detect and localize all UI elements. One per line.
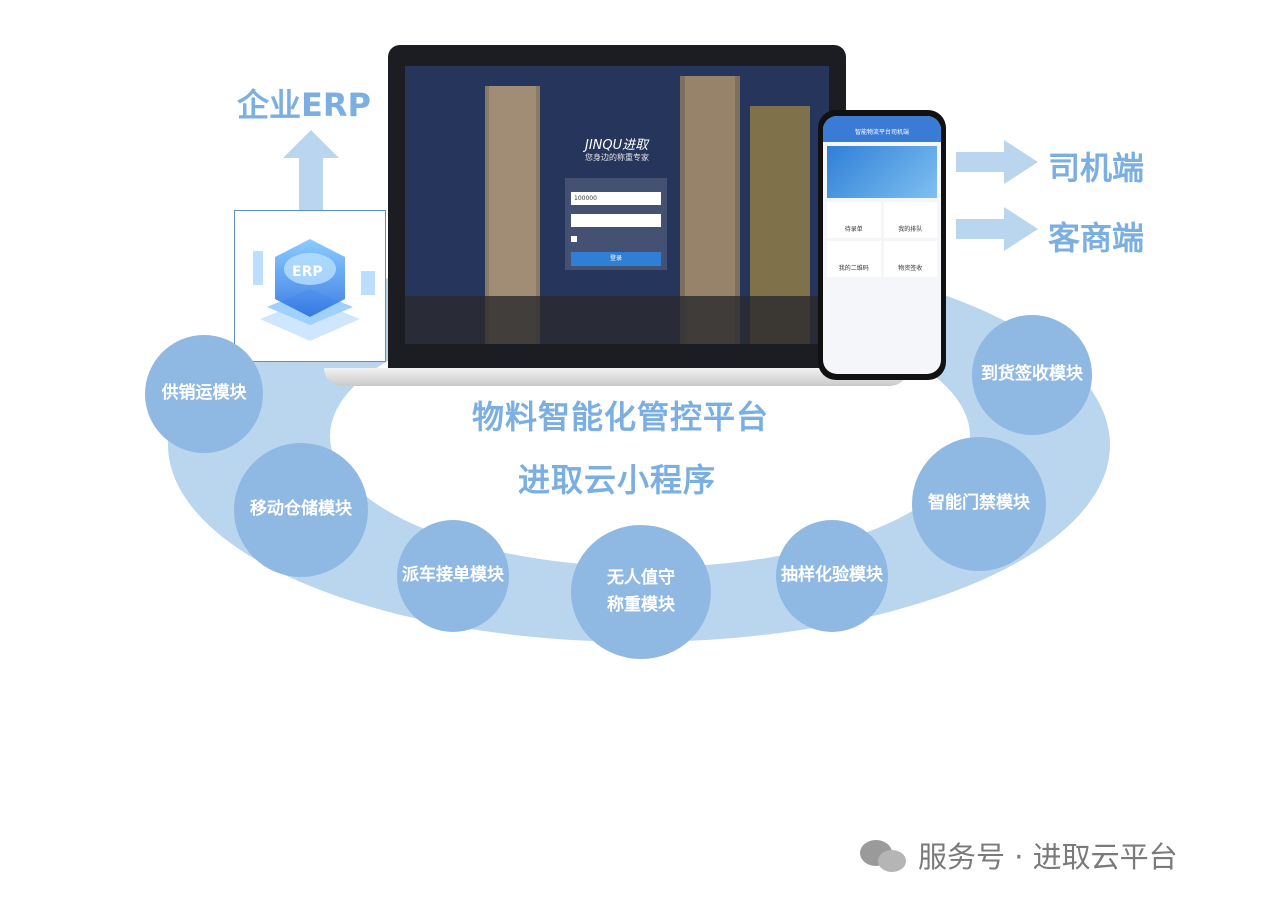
- module-arrival-receipt: 到货签收模块: [972, 315, 1092, 435]
- erp-box-text: ERP: [292, 264, 323, 280]
- module-smart-access: 智能门禁模块: [912, 437, 1046, 571]
- module-mobile-warehouse: 移动仓储模块: [234, 443, 368, 577]
- driver-label: 司机端: [1048, 149, 1145, 187]
- phone-header: 智能物流平台司机端: [823, 116, 941, 142]
- login-form: 100000 登录: [565, 178, 667, 270]
- laptop-base: [324, 368, 908, 386]
- phone-tile[interactable]: 我的二维码: [827, 241, 881, 277]
- wechat-icon: [860, 840, 906, 872]
- module-supply-sales-transport: 供销运模块: [145, 335, 263, 453]
- phone-tile[interactable]: 待录单: [827, 202, 881, 238]
- phone-banner: [827, 146, 937, 198]
- platform-title: 物料智能化管控平台: [472, 398, 770, 436]
- laptop-screen: JINQU进取 您身边的称重专家: [405, 66, 829, 344]
- remember-checkbox[interactable]: [571, 236, 577, 242]
- industrial-background: [405, 66, 829, 344]
- arrow-right-icon: [956, 207, 1038, 251]
- erp-cloud-icon: [253, 239, 375, 341]
- module-unmanned-weighing: 无人值守 称重模块: [571, 525, 711, 659]
- laptop-brand: JINQU进取: [585, 138, 649, 153]
- module-dispatch-order: 派车接单模块: [397, 520, 509, 632]
- merchant-label: 客商端: [1048, 219, 1145, 257]
- module-sampling-assay: 抽样化验模块: [776, 520, 888, 632]
- phone-tile[interactable]: 物资签收: [883, 241, 937, 277]
- phone-screen: 智能物流平台司机端 待录单 我的排队 我的二维码 物资签收: [823, 116, 941, 374]
- arrow-right-icon: [956, 140, 1038, 184]
- password-input[interactable]: [571, 214, 661, 227]
- watermark: 服务号 · 进取云平台: [918, 840, 1178, 874]
- phone-tile[interactable]: 我的排队: [883, 202, 937, 238]
- erp-illustration: ERP: [234, 210, 386, 362]
- laptop-slogan: 您身边的称重专家: [585, 153, 649, 162]
- erp-label: 企业ERP: [237, 86, 371, 124]
- username-input[interactable]: 100000: [571, 192, 661, 205]
- arrow-up-icon: [283, 130, 339, 212]
- mini-program-title: 进取云小程序: [518, 461, 717, 499]
- login-button[interactable]: 登录: [571, 252, 661, 266]
